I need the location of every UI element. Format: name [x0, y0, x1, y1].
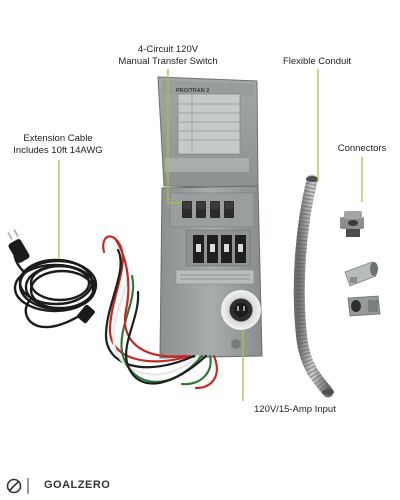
goalzero-logo: GOALZERO — [6, 477, 126, 495]
panel-badge: PRO/TRAN 2 — [176, 88, 209, 94]
callout-line-switch — [167, 69, 182, 204]
callout-transfer-switch: 4-Circuit 120V Manual Transfer Switch — [108, 44, 228, 68]
callout-connectors: Connectors — [337, 143, 387, 154]
connector-2 — [344, 261, 378, 287]
whip-wires — [102, 235, 218, 390]
callout-input: 120V/15-Amp Input — [254, 404, 336, 415]
transfer-switch-lid — [157, 76, 259, 189]
power-inlet — [221, 290, 261, 330]
callout-extension-cable-line1: Extension Cable — [23, 133, 93, 144]
callout-transfer-switch-line2: Manual Transfer Switch — [118, 56, 218, 67]
callout-transfer-switch-line1: 4-Circuit 120V — [137, 44, 199, 55]
extension-cable — [13, 244, 98, 329]
callout-lines — [58, 69, 363, 401]
cable-plug — [7, 229, 30, 263]
cable-end — [77, 304, 95, 324]
connector-1 — [340, 211, 364, 237]
rocker-switches — [182, 201, 234, 218]
conduit-connectors — [340, 211, 381, 317]
callout-flexible-conduit: Flexible Conduit — [282, 56, 352, 67]
brand-name: GOALZERO — [44, 479, 111, 491]
flexible-conduit — [293, 174, 334, 398]
callout-extension-cable-line2: Includes 10ft 14AWG — [13, 145, 103, 156]
connector-3 — [347, 295, 381, 317]
callout-extension-cable: Extension Cable Includes 10ft 14AWG — [2, 133, 114, 157]
transfer-switch-box — [159, 185, 263, 359]
circuit-breakers — [185, 229, 251, 267]
logo-mark-icon — [6, 478, 29, 494]
